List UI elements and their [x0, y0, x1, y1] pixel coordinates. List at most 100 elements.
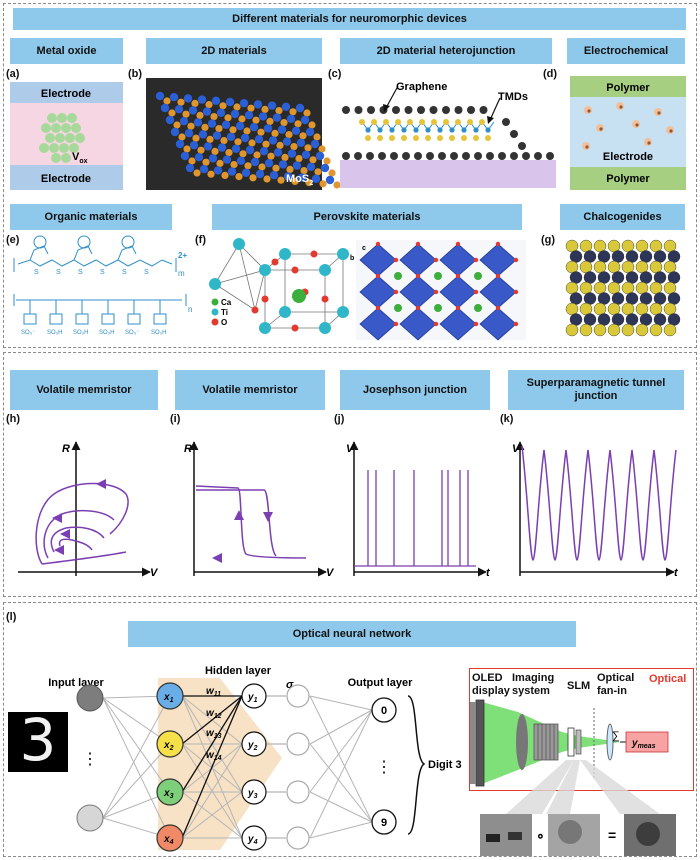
- chalcogenide-lattice: [565, 239, 681, 337]
- mo-atom: [249, 123, 259, 132]
- mo-atom: [283, 172, 293, 181]
- sigma-label: σ: [286, 679, 294, 691]
- s-atom: [248, 139, 256, 147]
- panel-label-i: (i): [170, 413, 181, 425]
- mo-atom: [239, 99, 249, 108]
- graphene-atom: [546, 152, 554, 160]
- oled-display-label: OLED display: [472, 672, 510, 698]
- hidden-node-label: x1: [163, 692, 174, 704]
- s-atom: [294, 120, 302, 128]
- panel-label-g: (g): [541, 234, 556, 246]
- mo-atom: [253, 100, 263, 109]
- s-atom: [271, 129, 279, 137]
- mo-atom: [269, 171, 279, 180]
- tmd-chalcogen-atom: [485, 135, 491, 141]
- s-atom: [244, 162, 252, 170]
- activation-node: [286, 780, 310, 804]
- chalcogenide-atom: [611, 313, 625, 326]
- mo-atom: [320, 163, 330, 173]
- chalcogenide-atom: [649, 239, 663, 253]
- vacancy-dot: [41, 123, 51, 133]
- panel-label-c: (c): [328, 68, 342, 80]
- chalcogenide-atom: [621, 323, 635, 337]
- hidden-layer-shading: [158, 678, 282, 850]
- ti-octahedron: [479, 307, 517, 341]
- mo-atom: [264, 159, 274, 168]
- s-atom: [205, 101, 213, 109]
- s-atom: [193, 169, 201, 177]
- j-x-axis-label: t: [486, 567, 491, 579]
- chalcogenide-atom: [663, 260, 677, 274]
- mo-atom: [211, 96, 221, 105]
- s-atom: [219, 102, 227, 110]
- o-atom: [455, 305, 461, 311]
- vacancy-dot: [45, 133, 55, 143]
- chalcogenide-atom: [569, 250, 583, 263]
- chalcogenide-atom: [583, 271, 597, 284]
- mo-atom: [286, 114, 296, 123]
- y-node-label: y3: [247, 788, 258, 800]
- panel-label-f: (f): [195, 234, 206, 246]
- optical-label: Optical: [649, 673, 687, 685]
- s-atom: [188, 157, 196, 165]
- chalcogenide-atom: [667, 271, 681, 284]
- organic-structure: S S S S S S 2+ m n SO₃⁻ SO₃H SO₃H SO₃H S…: [13, 235, 192, 336]
- s-atom: [225, 149, 233, 157]
- hadamard-operator: ∘: [536, 827, 545, 843]
- mo-atom: [165, 115, 175, 125]
- tmd-metal-atom: [365, 127, 371, 133]
- mo-atom: [267, 101, 277, 110]
- axis-b-label: b: [350, 255, 354, 262]
- mo-atom: [217, 143, 227, 152]
- chalcogenides-header: Chalcogenides: [560, 204, 685, 230]
- chalcogenide-atom: [635, 323, 649, 337]
- o-atom: [415, 305, 421, 311]
- weight-label: w11: [206, 686, 221, 698]
- s-atom: [291, 177, 299, 185]
- acid-group: SO₃H: [99, 330, 114, 336]
- legend-ca-label: Ca: [221, 298, 232, 307]
- tmd-metal-atom: [437, 127, 443, 133]
- materials-title: Different materials for neuromorphic dev…: [13, 8, 686, 30]
- s-atom: [319, 180, 327, 188]
- s-atom: [290, 143, 298, 151]
- o-atom: [433, 257, 439, 263]
- mo-atom: [203, 142, 213, 151]
- s-atom: [305, 179, 313, 187]
- graphene-atom: [467, 106, 475, 114]
- s-atom: [173, 121, 181, 129]
- s-atom: [328, 169, 336, 177]
- vacancy-dot: [55, 133, 65, 143]
- s-atom: [224, 114, 232, 122]
- mo-atom: [306, 162, 316, 171]
- tmd-metal-atom: [485, 127, 491, 133]
- s-atom: [230, 161, 238, 169]
- mnist-digit-image: [8, 712, 68, 772]
- graphene-atom: [486, 152, 494, 160]
- mo-atom: [169, 93, 179, 102]
- graphene-atom: [518, 142, 526, 150]
- ion-particles: [582, 102, 674, 150]
- hidden-node: [156, 730, 184, 758]
- chalcogenide-atom: [607, 323, 621, 337]
- mo-atom: [231, 144, 241, 153]
- s-atom: [229, 126, 237, 134]
- chalcogenide-atom: [653, 250, 667, 263]
- tmd-chalcogen-atom: [461, 135, 467, 141]
- o-atom: [433, 321, 439, 327]
- tmd-metal-atom: [473, 127, 479, 133]
- chalcogenide-atom: [621, 281, 635, 295]
- chalcogenide-atom: [635, 302, 649, 316]
- mo-atom: [226, 132, 236, 141]
- activation-node: [286, 732, 310, 756]
- s-atom: [221, 171, 229, 179]
- tmd-chalcogen-atom: [479, 119, 485, 125]
- o-atom: [495, 273, 501, 279]
- s-atom: [182, 110, 190, 118]
- y-node-label: y2: [247, 740, 258, 752]
- vacancy-dot: [59, 143, 69, 153]
- s-atom: [210, 113, 218, 121]
- chalcogenide-atom: [625, 292, 639, 305]
- chalcogenide-atom: [579, 323, 593, 337]
- tmd-chalcogen-atom: [419, 119, 425, 125]
